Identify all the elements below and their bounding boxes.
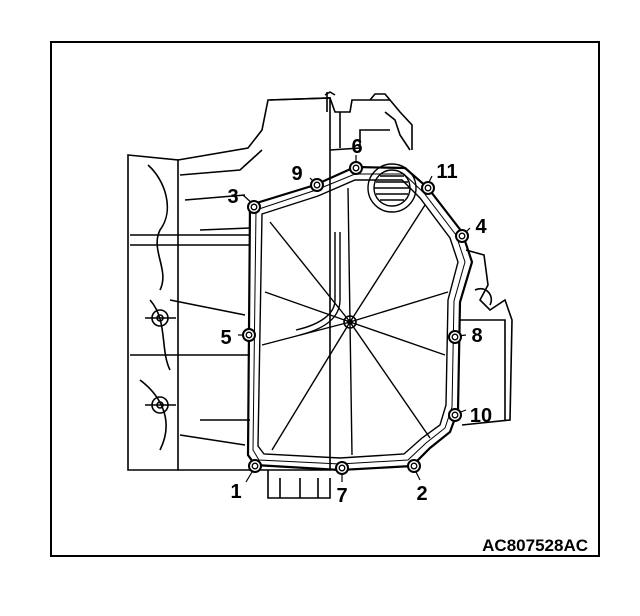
bolt-label: 2 — [416, 483, 427, 505]
oil-pan-ribs — [261, 187, 449, 456]
bolt-label: 11 — [436, 161, 457, 183]
bolt-head — [407, 459, 421, 473]
bolt-head-center — [245, 331, 253, 339]
bolt-label: 3 — [227, 186, 238, 208]
bolt-head — [349, 161, 363, 175]
bolt-layer: 1 2 3 4 5 6 7 8 9 10 11 — [220, 136, 492, 507]
bolt-3: 3 — [227, 186, 261, 214]
bolt-head-center — [251, 462, 259, 470]
bolt-10: 10 — [448, 405, 492, 427]
figure-code: AC807528AC — [482, 536, 588, 555]
bolt-label: 7 — [336, 485, 347, 507]
bolt-label: 4 — [475, 216, 487, 238]
bolt-label: 6 — [351, 136, 362, 158]
bolt-1: 1 — [230, 459, 262, 503]
bolt-head — [335, 461, 349, 475]
bolt-label: 10 — [470, 405, 492, 427]
bolt-4: 4 — [455, 216, 487, 243]
bolt-head-center — [338, 464, 346, 472]
bolt-2: 2 — [407, 459, 428, 505]
bolt-5: 5 — [220, 327, 256, 349]
bolt-6: 6 — [349, 136, 363, 175]
bolt-11: 11 — [421, 161, 458, 195]
bolt-head-center — [424, 184, 432, 192]
bolt-label: 1 — [230, 481, 241, 503]
bolt-head-center — [451, 411, 459, 419]
oil-pan-inner-edge — [257, 179, 459, 459]
bolt-label: 9 — [291, 163, 302, 185]
bolt-head-center — [250, 203, 258, 211]
bolt-label: 5 — [220, 327, 231, 349]
bolt-8: 8 — [448, 325, 483, 347]
bolt-head-center — [451, 333, 459, 341]
bolt-head-center — [458, 232, 466, 240]
bolt-head-center — [352, 164, 360, 172]
oil-pan-gasket — [252, 173, 466, 465]
transmission-housing — [127, 91, 513, 499]
oil-pan — [246, 163, 474, 472]
bolt-head — [455, 229, 469, 243]
bolt-head — [448, 330, 462, 344]
bolt-head — [248, 459, 262, 473]
bolt-head-center — [410, 462, 418, 470]
bolt-label: 8 — [471, 325, 482, 347]
bolt-head — [242, 328, 256, 342]
bolt-head — [421, 181, 435, 195]
bolt-head — [310, 178, 324, 192]
strainer-boss — [367, 163, 417, 213]
bolt-head-center — [313, 181, 321, 189]
bolt-7: 7 — [335, 461, 349, 507]
bolt-9: 9 — [291, 163, 324, 192]
figure-frame — [50, 41, 600, 557]
bolt-head — [247, 200, 261, 214]
oil-pan-center-boss — [343, 315, 357, 329]
bolt-head — [448, 408, 462, 422]
